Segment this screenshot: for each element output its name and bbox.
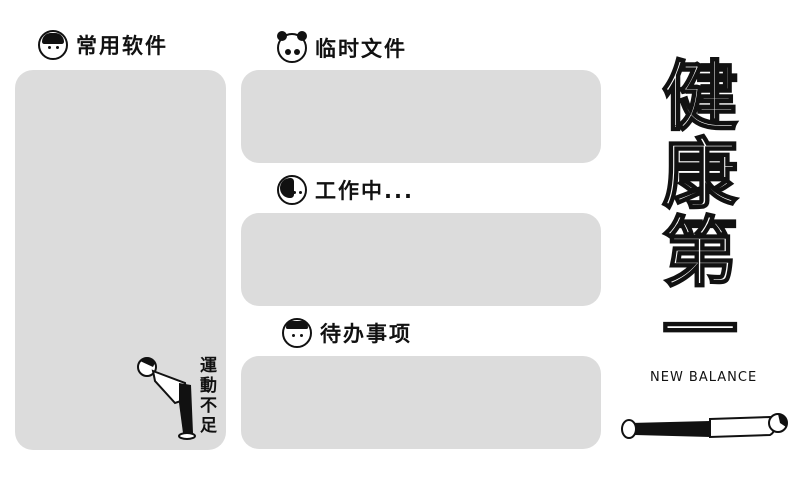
woman-face-icon (277, 175, 307, 205)
girl-face-icon (38, 30, 68, 60)
health-first-art: 健康第一 (661, 52, 739, 375)
lying-man-illustration (621, 413, 788, 439)
header-temp-files: 临时文件 (277, 31, 407, 63)
vertical-slogan: 運動不足 (200, 356, 217, 436)
temp-files-title: 临时文件 (315, 37, 407, 61)
working-panel[interactable] (241, 213, 601, 306)
header-todo: 待办事项 (282, 318, 412, 348)
bending-man-illustration (137, 357, 196, 440)
panda-icon (277, 31, 307, 63)
header-common-software: 常用软件 (38, 30, 168, 60)
todo-panel[interactable] (241, 356, 601, 449)
boy-face-icon (282, 318, 312, 348)
brand-label: NEW BALANCE (650, 370, 758, 385)
common-software-title: 常用软件 (76, 34, 168, 58)
temp-files-panel[interactable] (241, 70, 601, 163)
todo-title: 待办事项 (320, 322, 412, 346)
header-working: 工作中... (277, 175, 414, 205)
working-title: 工作中... (315, 179, 414, 203)
